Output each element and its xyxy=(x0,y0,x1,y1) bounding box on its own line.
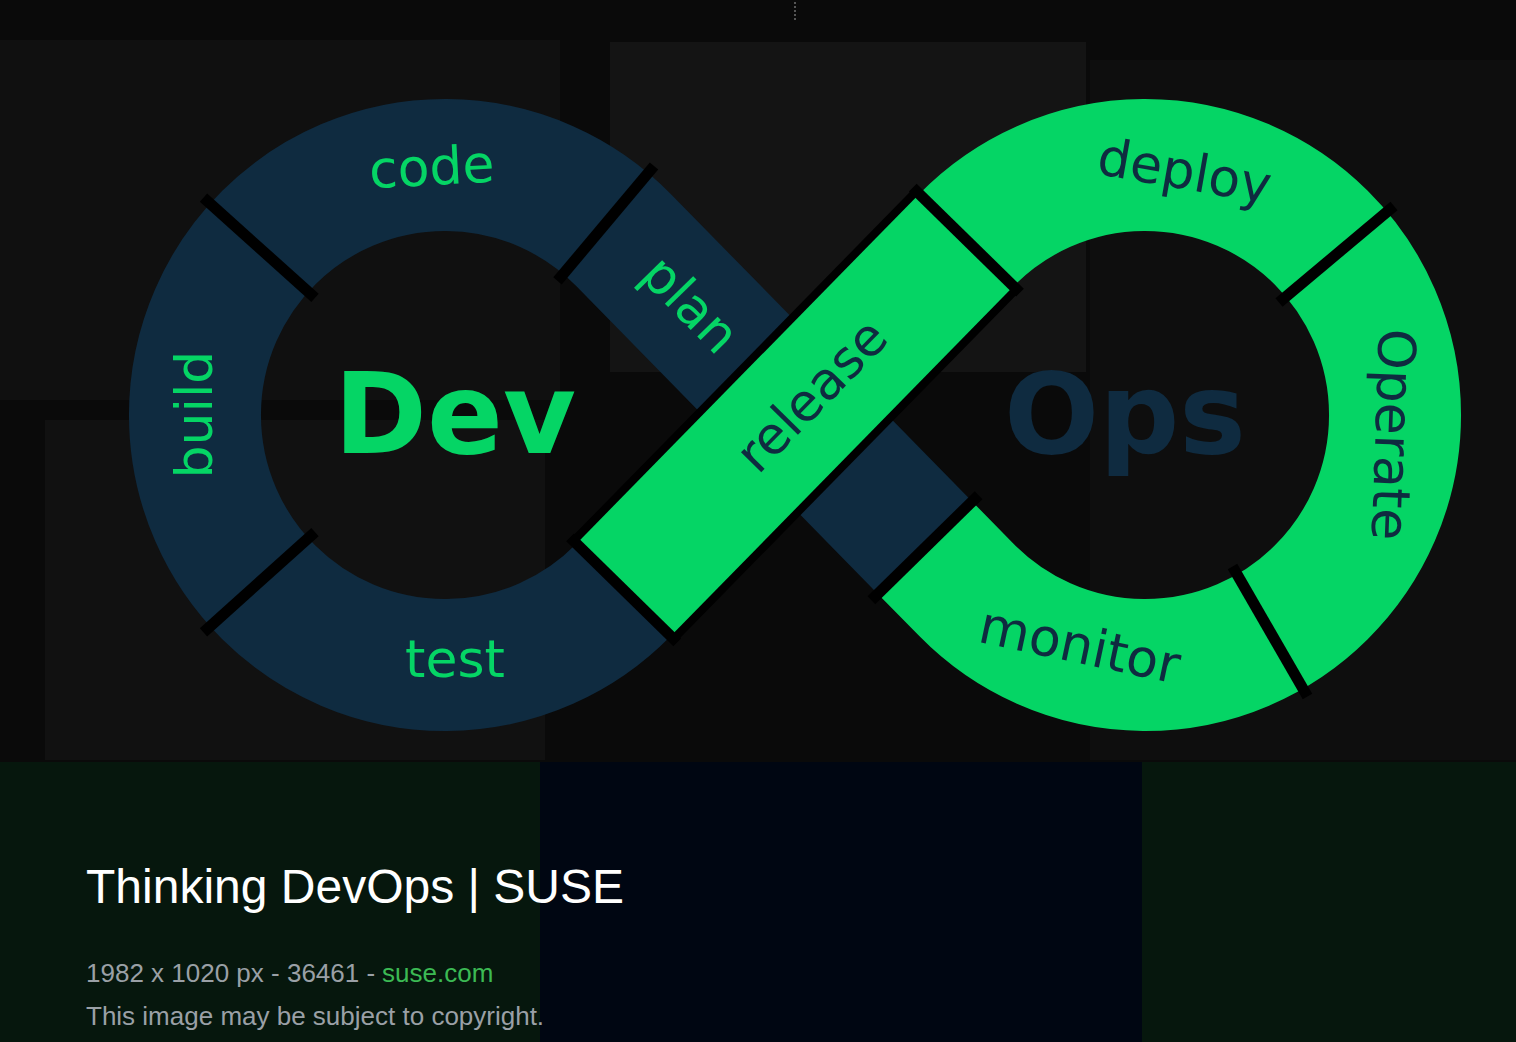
image-meta: 1982 x 1020 px - 36461 - xyxy=(86,958,375,989)
segment-separators xyxy=(204,166,1395,697)
page-title: Thinking DevOps | SUSE xyxy=(86,861,624,914)
caption-panel xyxy=(1142,762,1516,1042)
segment-gap xyxy=(871,495,978,600)
segment-gap xyxy=(1279,206,1394,303)
caption-panel xyxy=(540,762,1142,1042)
loop-stage: test xyxy=(397,629,513,690)
stage-label: plan xyxy=(630,245,749,365)
stage-label: code xyxy=(368,136,496,200)
stage-label: build xyxy=(166,351,223,479)
stage-label: deploy xyxy=(1094,129,1276,216)
stage-label: Operate xyxy=(1361,328,1426,541)
segment-gap xyxy=(1233,567,1308,697)
release-band-outline xyxy=(624,240,967,590)
loop-stage: release xyxy=(718,301,906,491)
segment-gap xyxy=(204,198,316,298)
drag-handle xyxy=(794,2,796,20)
segment-gap xyxy=(913,188,1020,293)
loop-heading: Dev xyxy=(334,353,576,476)
stage-label: release xyxy=(725,308,899,483)
loop-stage: code xyxy=(360,134,504,203)
segment-gap xyxy=(204,532,316,632)
loop-stage: plan xyxy=(623,238,756,372)
copyright-note: This image may be subject to copyright. xyxy=(86,1001,544,1032)
stage-label: monitor xyxy=(975,597,1186,695)
loop-stage: monitor xyxy=(966,593,1193,698)
segment-gap xyxy=(558,166,655,281)
ops-loop-band xyxy=(925,165,1395,665)
loop-stage: deploy xyxy=(1086,125,1285,218)
segment-gap xyxy=(570,537,677,642)
dev-loop-band xyxy=(195,165,925,665)
stage-label: test xyxy=(405,631,505,688)
source-link: suse.com xyxy=(382,958,493,989)
loop-stage: build xyxy=(164,343,225,487)
loop-heading: Ops xyxy=(1004,353,1246,476)
preview-ground xyxy=(0,0,1516,762)
loop-stage: Operate xyxy=(1358,320,1427,550)
release-band xyxy=(624,240,967,590)
